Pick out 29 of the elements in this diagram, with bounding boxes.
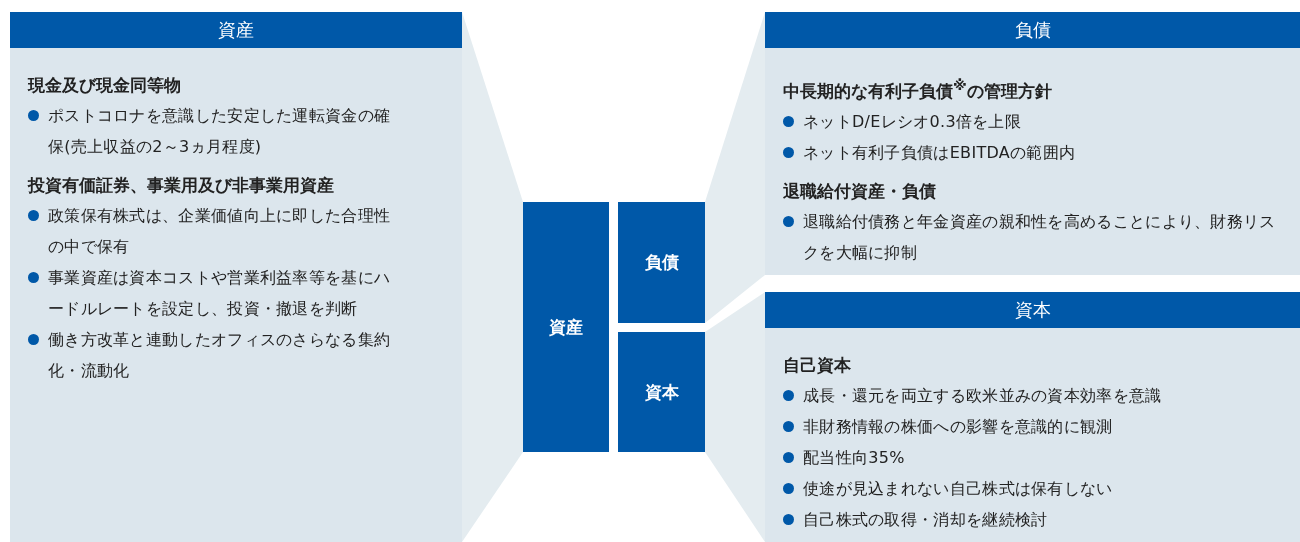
balance-block: 資産 [523,202,609,452]
balance-block: 負債 [618,202,705,323]
bullet-item: 政策保有株式は、企業価値向上に即した合理性の中で保有 [28,200,400,262]
panel-header: 資本 [765,292,1300,328]
section-heading: 現金及び現金同等物 [28,74,181,97]
info-panel [765,292,1300,542]
section-heading: 投資有価証券、事業用及び非事業用資産 [28,174,334,197]
bullet-item: 退職給付債務と年金資産の親和性を高めることにより、財務リスクを大幅に抑制 [783,205,1283,268]
section-heading: 自己資本 [783,354,851,377]
bullet-item: 事業資産は資本コストや営業利益率等を基にハードルレートを設定し、投資・撤退を判断 [28,262,400,324]
panel-header: 負債 [765,12,1300,48]
bullet-item: 自己株式の取得・消却を継続検討 [783,504,1283,535]
panel-header: 資産 [10,12,462,48]
funnel-band [705,12,765,323]
funnel-band [462,12,523,542]
funnel-band [705,292,765,542]
bullet-item: 成長・還元を両立する欧米並みの資本効率を意識 [783,380,1283,411]
bullet-item: ネットD/Eレシオ0.3倍を上限 [783,105,1283,137]
bullet-item: 非財務情報の株価への影響を意識的に観測 [783,411,1283,442]
bullet-item: 働き方改革と連動したオフィスのさらなる集約化・流動化 [28,324,400,386]
bullet-item: 使途が見込まれない自己株式は保有しない [783,473,1283,504]
info-panel [10,12,462,542]
info-panel [765,12,1300,275]
balance-block: 資本 [618,332,705,452]
bullet-item: 配当性向35% [783,442,1283,473]
section-heading: 退職給付資産・負債 [783,179,936,203]
section-heading: 中長期的な有利子負債$^{※}$の管理方針 [783,76,1052,103]
bullet-item: ネット有利子負債はEBITDAの範囲内 [783,136,1283,168]
bullet-item: ポストコロナを意識した安定した運転資金の確保(売上収益の2～3ヵ月程度) [28,100,400,162]
